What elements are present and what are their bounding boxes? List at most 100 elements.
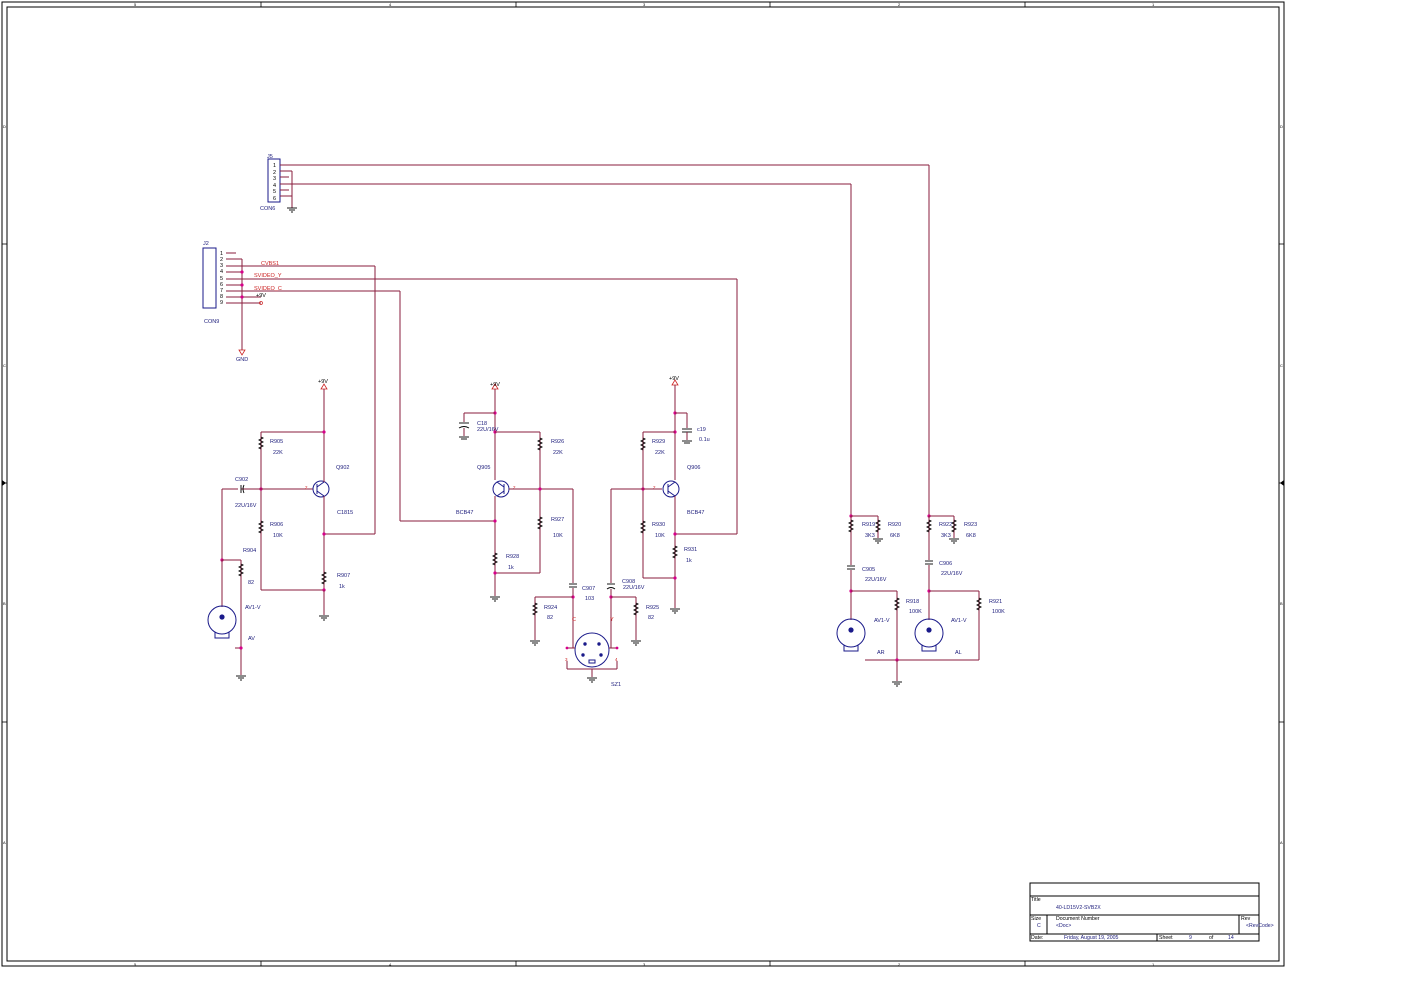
j5-pin-6: 6 [273, 196, 276, 202]
j5-pin-1: 1 [273, 163, 276, 169]
tb-of-label: of [1209, 935, 1214, 941]
svg-text:4: 4 [615, 657, 618, 662]
c902-ref: C902 [235, 477, 248, 483]
r922-ref: R922 [939, 522, 952, 528]
j2-pin-5: 5 [220, 276, 223, 282]
r921-value: 100K [992, 609, 1005, 615]
tb-title: 40-LD15V2-SVB2X [1056, 905, 1101, 911]
tb-size-label: Size [1031, 916, 1041, 922]
j2-pin-9: 9 [220, 300, 223, 306]
ar-jack-ref: AV1-V [874, 618, 890, 624]
zone-left-a: A [3, 840, 6, 845]
svg-text:3: 3 [565, 657, 568, 662]
j5-ref: J5 [267, 154, 273, 160]
q902-pin-2: 2 [305, 485, 308, 490]
j2-ref: J2 [203, 241, 209, 247]
c907-value: 103 [585, 596, 594, 602]
j2-pin-8: 8 [220, 294, 223, 300]
r931-ref: R931 [684, 547, 697, 553]
tb-docnum: <Doc> [1056, 923, 1071, 929]
zone-top-3: 3 [643, 2, 646, 7]
r930-ref: R930 [652, 522, 665, 528]
r927-ref: R927 [551, 517, 564, 523]
r922-value: 3K3 [941, 533, 951, 539]
r924-ref: R924 [544, 605, 557, 611]
audio-right-stage: R919 3K3 R920 6K8 C905 22U/16V R918 100K… [836, 514, 979, 687]
net-cvbs1: CVBS1 [261, 261, 279, 267]
zone-ticks [2, 2, 1284, 966]
r928-value: 1k [508, 565, 514, 571]
tb-rev: <RevCode> [1246, 923, 1274, 929]
r924-value: 82 [547, 615, 553, 621]
j2-pin-3: 3 [220, 263, 223, 269]
c902-value: 22U/16V [235, 503, 257, 509]
av-jack-value: AV [248, 636, 255, 642]
j5-pin-3: 3 [273, 176, 276, 182]
title-block: Title 40-LD15V2-SVB2X Size C Document Nu… [1029, 882, 1274, 942]
r921-ref: R921 [989, 599, 1002, 605]
zone-left-b: B [3, 601, 6, 606]
r904-value: 82 [248, 580, 254, 586]
right-center-arrow-icon [1280, 480, 1284, 486]
r919-value: 3K3 [865, 533, 875, 539]
zone-bottom-3: 3 [643, 962, 646, 967]
r907-value: 1k [339, 584, 345, 590]
c907-ref: C907 [582, 586, 595, 592]
zone-right-b: B [1280, 601, 1283, 606]
r906-value: 10K [273, 533, 283, 539]
tb-title-label: Title [1031, 897, 1041, 903]
r920-ref: R920 [888, 522, 901, 528]
sz1-pin-y: Y [610, 617, 614, 623]
zone-labels: 5 4 3 2 1 5 4 3 2 1 D C B A D C B A [3, 2, 1283, 967]
zone-bottom-4: 4 [389, 962, 392, 967]
c905-ref: C905 [862, 567, 875, 573]
cvbs-stage: +9V R905 22K R906 10K C902 22U/16V 2 Q90… [207, 379, 353, 681]
q902-ref: Q902 [336, 465, 349, 471]
q906-pin-2: 2 [653, 485, 656, 490]
j2-pin-2: 2 [220, 257, 223, 263]
q905-value: BCB47 [456, 510, 473, 516]
q905-pin-2: 2 [513, 485, 516, 490]
tb-sheet-label: Sheet [1159, 935, 1173, 941]
c908-value: 22U/16V [623, 585, 645, 591]
c19-ref: c19 [697, 427, 706, 433]
c905-value: 22U/16V [865, 577, 887, 583]
sz1-pin-c: C [572, 617, 576, 623]
j2-pin-4: 4 [220, 269, 223, 275]
tb-date-label: Date: [1031, 935, 1043, 941]
j5-pin-2: 2 [273, 170, 276, 176]
r923-value: 6K8 [966, 533, 976, 539]
zone-left-c: C [3, 363, 6, 368]
r920-value: 6K8 [890, 533, 900, 539]
svideo-connector-stage: C907 103 R924 82 C908 22U/16V R925 82 C … [530, 488, 659, 688]
c18-ref: C18 [477, 421, 487, 427]
r904-ref: R904 [243, 548, 256, 554]
inner-border [6, 6, 1280, 962]
zone-top-2: 2 [898, 2, 901, 7]
q902-value: C1815 [337, 510, 353, 516]
zone-top-5: 5 [134, 2, 137, 7]
r905-value: 22K [273, 450, 283, 456]
tb-docnum-label: Document Number [1056, 916, 1100, 922]
ar-jack-value: AR [877, 650, 885, 656]
q905-stage: +9V C18 22U/16V R926 22K Q905 BCB47 2 R9… [456, 382, 573, 602]
j2-pin-7: 7 [220, 288, 223, 294]
r929-ref: R929 [652, 439, 665, 445]
r918-ref: R918 [906, 599, 919, 605]
tb-sheet-total: 14 [1228, 935, 1234, 941]
j2-pin-1: 1 [220, 251, 223, 257]
zone-bottom-5: 5 [134, 962, 137, 967]
tb-size: C [1037, 923, 1041, 929]
c906-ref: C906 [939, 561, 952, 567]
r927-value: 10K [553, 533, 563, 539]
r907-ref: R907 [337, 573, 350, 579]
av-jack-ref: AV1-V [245, 605, 261, 611]
net-svideo-y: SVIDEO_Y [254, 273, 282, 279]
r919-ref: R919 [862, 522, 875, 528]
q906-supply-label: +9V [669, 376, 679, 382]
r926-value: 22K [553, 450, 563, 456]
q906-value: BCB47 [687, 510, 704, 516]
r929-value: 22K [655, 450, 665, 456]
r906-ref: R906 [270, 522, 283, 528]
r930-value: 10K [655, 533, 665, 539]
